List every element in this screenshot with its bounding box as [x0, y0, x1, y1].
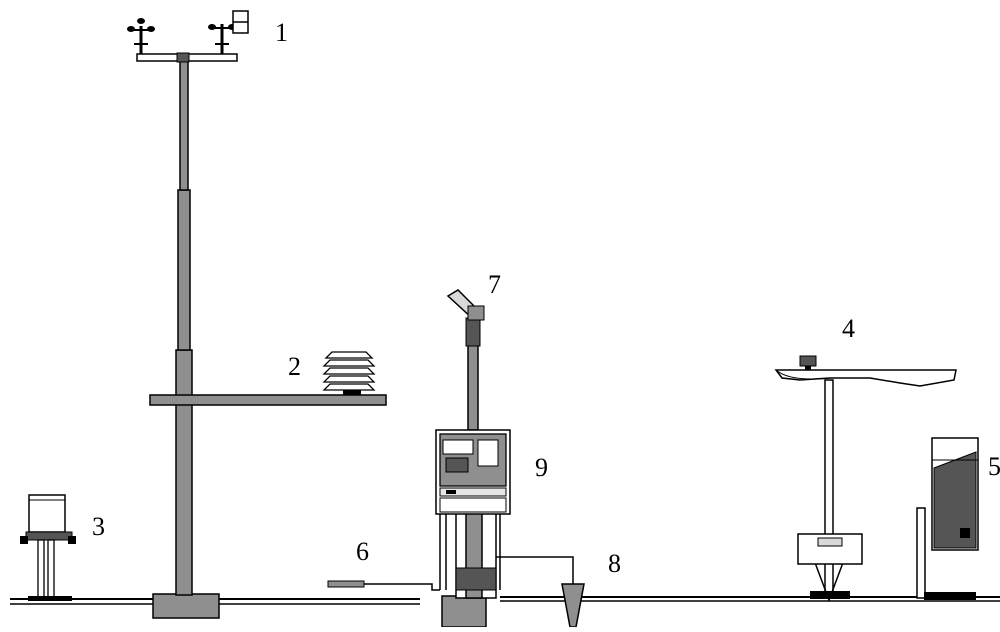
wind-vane-sensor [208, 10, 249, 54]
ground-rod [496, 556, 585, 628]
callout-5: 5 [988, 452, 1000, 481]
callout-1: 1 [275, 18, 288, 47]
callout-7: 7 [488, 270, 501, 299]
central-mast [441, 344, 497, 628]
pyranometer-sensor [446, 289, 485, 347]
radiation-shield [322, 351, 376, 395]
sensor-shelf [149, 394, 387, 406]
callout-6: 6 [356, 537, 369, 566]
callout-2: 2 [288, 352, 301, 381]
callout-9: 9 [535, 453, 548, 482]
battery-enclosure [916, 437, 979, 600]
solar-panel-mast [774, 355, 957, 603]
wind-mast [127, 10, 249, 619]
soil-probe [327, 504, 441, 591]
callout-4: 4 [842, 314, 855, 343]
anemometer-sensor [127, 18, 155, 54]
callout-8: 8 [608, 549, 621, 578]
rain-gauge [20, 494, 76, 601]
callout-3: 3 [92, 512, 105, 541]
data-logger [435, 429, 511, 590]
